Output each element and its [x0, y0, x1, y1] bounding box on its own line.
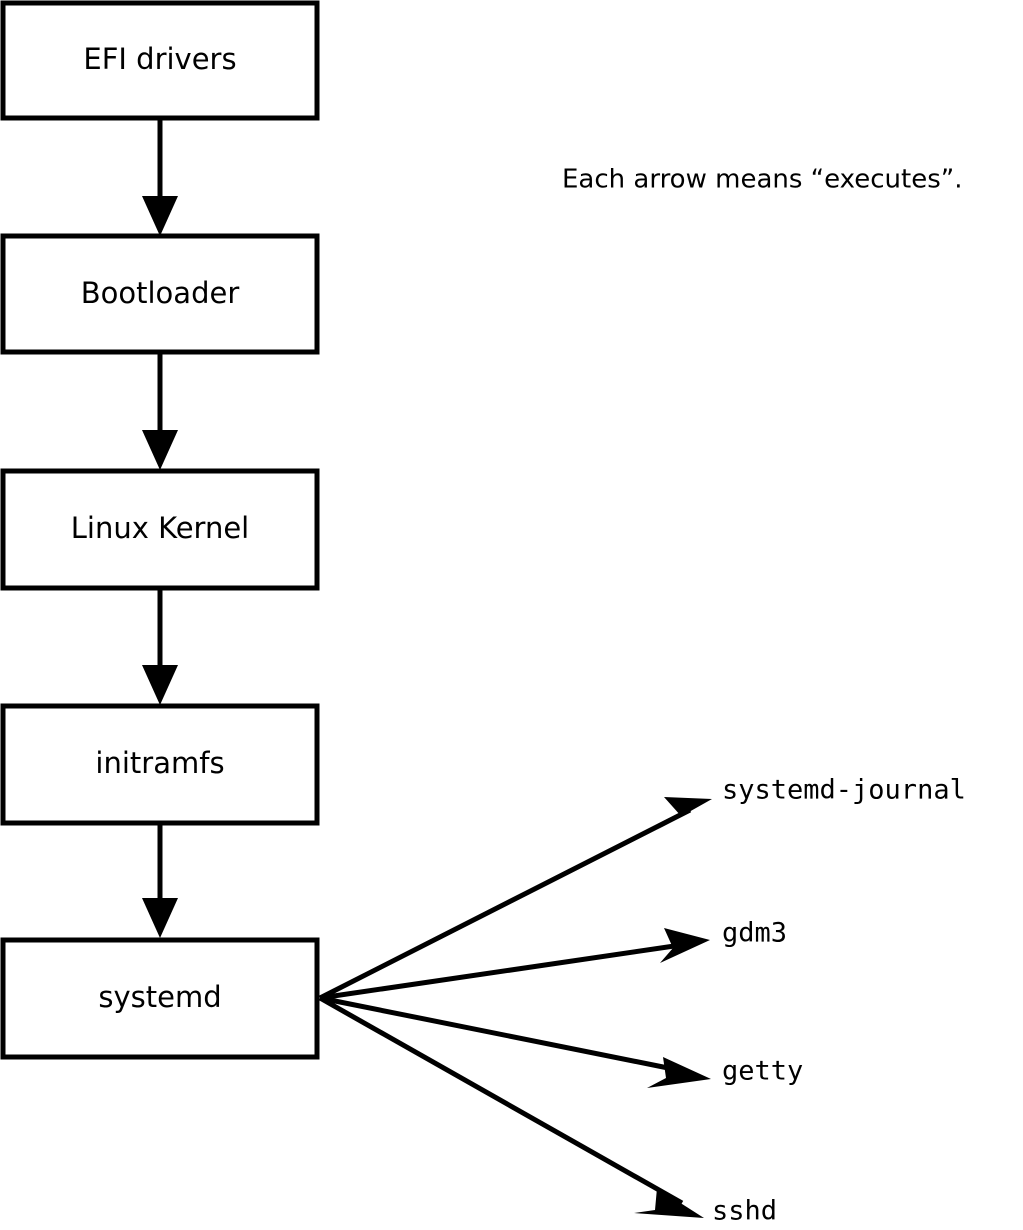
node-label-efi-drivers: EFI drivers	[83, 42, 236, 76]
node-linux-kernel[interactable]: Linux Kernel	[0, 468, 320, 591]
legend-note: Each arrow means “executes”.	[562, 165, 963, 195]
service-label-gdm3: gdm3	[722, 918, 787, 949]
node-bootloader[interactable]: Bootloader	[0, 233, 320, 355]
node-label-linux-kernel: Linux Kernel	[71, 511, 249, 545]
fan-arrow-sshd	[318, 995, 704, 1218]
node-initramfs[interactable]: initramfs	[0, 703, 320, 826]
chain-arrow-initramfs-to-systemd	[142, 823, 178, 938]
node-systemd[interactable]: systemd	[0, 937, 320, 1060]
fan-arrow-getty	[319, 995, 711, 1088]
service-label-sshd: sshd	[712, 1196, 777, 1227]
chain-arrow-efi-to-bootloader	[142, 118, 178, 236]
node-efi-drivers[interactable]: EFI drivers	[0, 0, 320, 121]
node-label-bootloader: Bootloader	[81, 276, 240, 310]
chain-arrow-bootloader-to-kernel	[142, 352, 178, 470]
fan-arrow-systemd-journal	[318, 797, 712, 1001]
chain-arrow-kernel-to-initramfs	[142, 588, 178, 705]
node-label-systemd: systemd	[98, 980, 221, 1014]
node-label-initramfs: initramfs	[95, 746, 224, 780]
fan-arrow-gdm3	[319, 928, 710, 1001]
service-label-getty: getty	[722, 1056, 803, 1087]
service-label-systemd-journal: systemd-journal	[722, 775, 966, 806]
